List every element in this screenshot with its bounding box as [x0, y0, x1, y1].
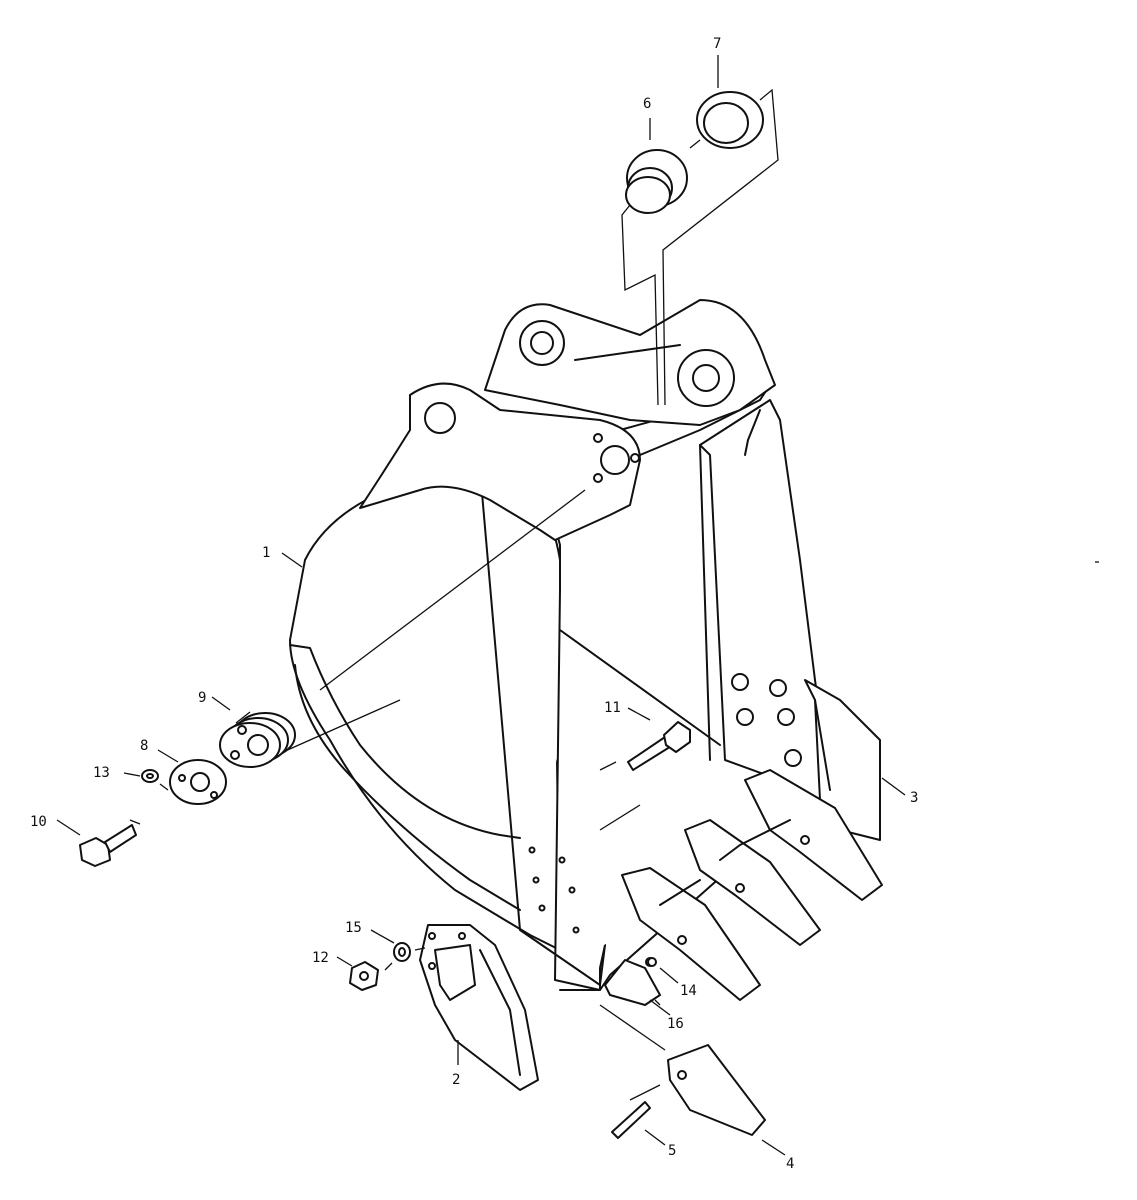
nut [349, 961, 379, 991]
callout-9: 9 [198, 690, 206, 706]
retainer [647, 957, 657, 967]
side-plate-holes [528, 846, 580, 934]
right-side-holes [731, 673, 802, 767]
callout-11: 11 [604, 700, 621, 716]
shim-plate [169, 759, 227, 805]
side-bolt [627, 721, 691, 771]
callout-leaders [56, 55, 906, 1156]
callout-labels: 1 2 3 4 5 6 7 8 9 10 11 12 13 14 15 16 [30, 36, 918, 1172]
callout-5: 5 [668, 1143, 676, 1159]
bushing-7 [696, 91, 764, 149]
callout-10: 10 [30, 814, 47, 830]
callout-14: 14 [680, 983, 697, 999]
callout-8: 8 [140, 738, 148, 754]
callout-13: 13 [93, 765, 110, 781]
callout-12: 12 [312, 950, 329, 966]
bushing-6 [625, 149, 688, 214]
callout-4: 4 [786, 1156, 794, 1172]
wear-plate [419, 924, 539, 1091]
callout-6: 6 [643, 96, 651, 112]
callout-3: 3 [910, 790, 918, 806]
tooth-pin [611, 1101, 651, 1139]
lock-washer [393, 942, 411, 962]
loose-tooth [667, 1044, 766, 1136]
assembly-lines [129, 88, 779, 1101]
callout-7: 7 [713, 36, 721, 52]
callout-1: 1 [262, 545, 270, 561]
tooth-row [604, 769, 883, 1006]
cap-screw [79, 824, 137, 867]
bucket-body [289, 384, 831, 991]
callout-2: 2 [452, 1072, 460, 1088]
boss-hub [219, 712, 296, 768]
washer [141, 769, 159, 783]
callout-15: 15 [345, 920, 362, 936]
side-cutter [804, 679, 881, 841]
callout-16: 16 [667, 1016, 684, 1032]
